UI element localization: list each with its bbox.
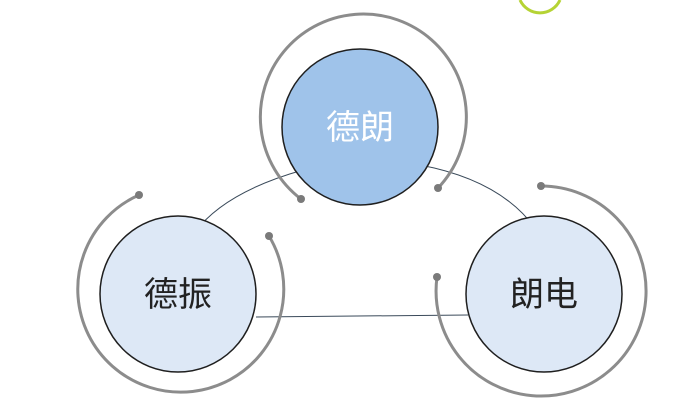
node-top: 德朗	[281, 48, 439, 206]
orbit-dot	[135, 191, 143, 199]
orbit-right-outer	[434, 184, 648, 398]
node-left: 德振	[99, 215, 257, 373]
orbit-top	[258, 12, 468, 201]
orbit-dot	[297, 195, 305, 203]
orbit-dot	[434, 184, 442, 192]
orbit-dot	[537, 182, 545, 190]
orbit-dot	[433, 273, 441, 281]
node-top-circle	[281, 48, 439, 206]
partial-accent-shape	[518, 0, 562, 15]
node-top-label: 德朗	[326, 108, 394, 148]
orbit-dot	[265, 232, 273, 240]
orbit-dots	[135, 182, 545, 281]
node-left-label: 德振	[144, 275, 212, 315]
orbit-left-outer	[76, 193, 286, 394]
node-right: 朗电	[465, 215, 623, 373]
node-left-circle	[99, 215, 257, 373]
orbits	[76, 12, 648, 398]
node-right-label: 朗电	[510, 275, 578, 315]
connector-top-right	[419, 164, 536, 229]
node-right-circle	[465, 215, 623, 373]
connector-left-right	[255, 314, 469, 318]
